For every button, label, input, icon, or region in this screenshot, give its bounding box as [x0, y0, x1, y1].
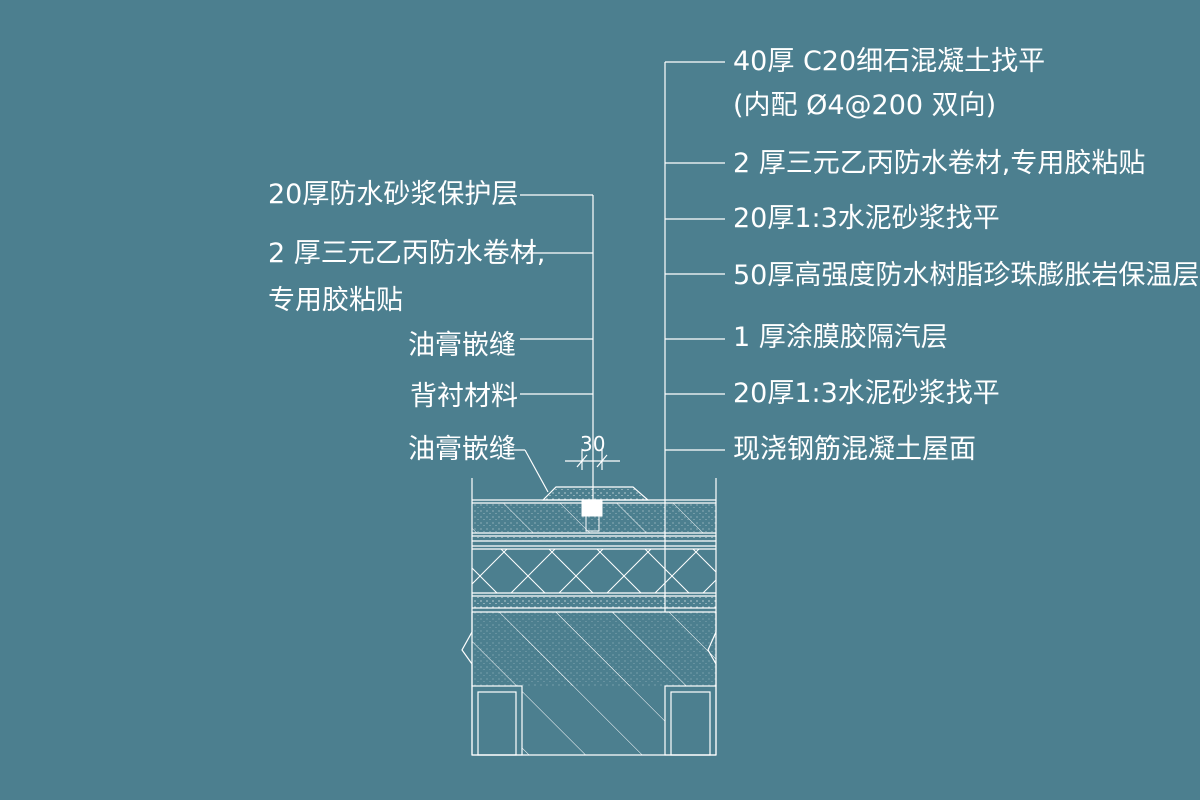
label-mortar-protection: 20厚防水砂浆保护层	[268, 179, 519, 210]
label-reinforcement: (内配 Ø4@200 双向)	[733, 90, 997, 121]
label-mortar-screed-bottom: 20厚1:3水泥砂浆找平	[733, 378, 1000, 409]
label-concrete-roof: 现浇钢筋混凝土屋面	[733, 434, 976, 465]
label-epdm-left-2: 专用胶粘贴	[268, 285, 403, 316]
label-fine-concrete: 40厚 C20细石混凝土找平	[733, 46, 1046, 77]
label-epdm-left-1: 2 厚三元乙丙防水卷材,	[268, 238, 546, 269]
dimension-value: 30	[580, 432, 606, 456]
label-sealant-1: 油膏嵌缝	[408, 330, 516, 361]
label-insulation: 50厚高强度防水树脂珍珠膨胀岩保温层	[733, 260, 1200, 291]
label-vapor-barrier: 1 厚涂膜胶隔汽层	[733, 322, 948, 353]
label-sealant-2: 油膏嵌缝	[408, 434, 516, 465]
mortar-cap	[541, 486, 650, 501]
label-epdm-membrane: 2 厚三元乙丙防水卷材,专用胶粘贴	[733, 148, 1146, 179]
label-mortar-screed-top: 20厚1:3水泥砂浆找平	[733, 203, 1000, 234]
label-backing: 背衬材料	[410, 381, 518, 412]
